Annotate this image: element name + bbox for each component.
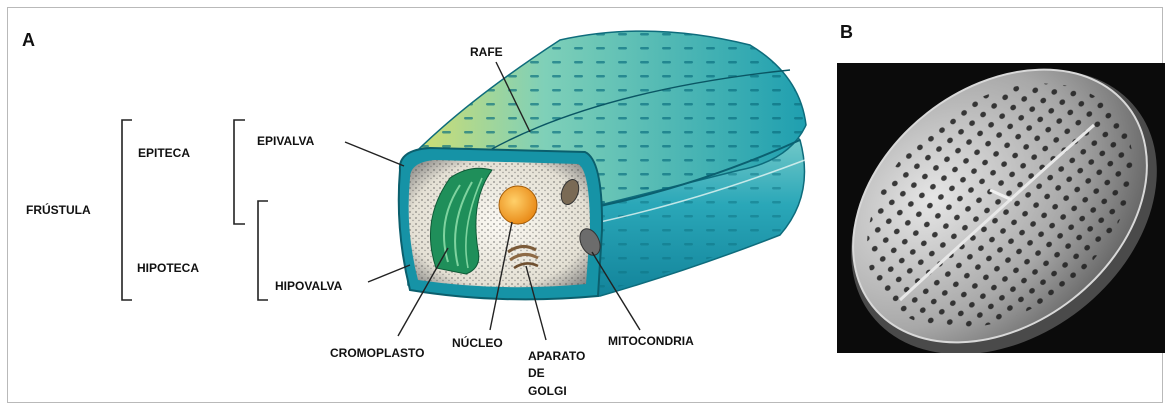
nucleo-label: NÚCLEO	[452, 335, 503, 350]
nucleus	[499, 186, 537, 224]
golgi-label-line-3: GOLGI	[528, 384, 567, 398]
golgi-label-line-2: DE	[528, 366, 545, 380]
sem-micrograph	[795, 11, 1168, 407]
epivalva-bracket	[234, 120, 245, 224]
diatom-cell	[399, 31, 806, 299]
panel-a-letter: A	[22, 30, 35, 50]
epiteca-label: EPITECA	[138, 146, 190, 160]
mitocondria-label: MITOCONDRIA	[608, 334, 694, 348]
hipovalva-label: HIPOVALVA	[275, 279, 343, 293]
epivalva-leader	[345, 142, 404, 166]
rafe-label: RAFE	[470, 45, 503, 59]
panel-b-letter: B	[840, 22, 853, 42]
frustula-label: FRÚSTULA	[26, 202, 91, 217]
hipovalva-bracket	[258, 201, 268, 300]
epivalva-label: EPIVALVA	[257, 134, 315, 148]
cromoplasto-label: CROMOPLASTO	[330, 346, 424, 360]
hipoteca-label: HIPOTECA	[137, 261, 199, 275]
frustula-bracket	[122, 120, 132, 300]
hipovalva-leader	[368, 265, 410, 282]
golgi-label-line-1: APARATO	[528, 349, 585, 363]
